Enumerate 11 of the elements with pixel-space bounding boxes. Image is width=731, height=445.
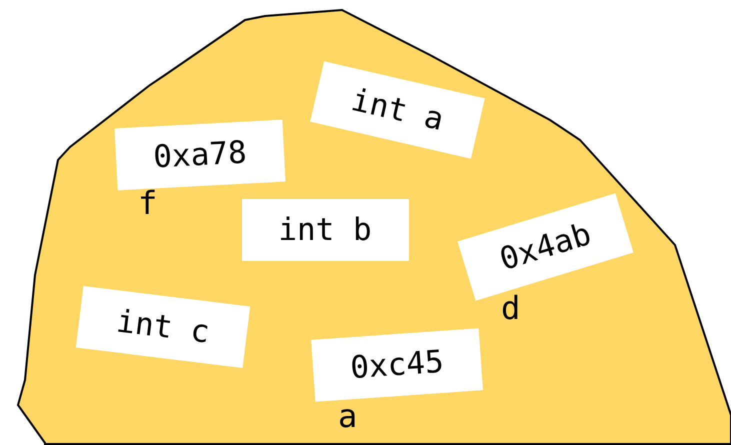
card-text: 0xc45 (349, 344, 445, 386)
variable-name: a (338, 400, 358, 432)
card-text: int c (114, 303, 212, 351)
card-text: int a (347, 82, 446, 138)
memory-blob (17, 9, 731, 445)
memory-card (242, 199, 408, 261)
variable-name: d (501, 292, 520, 324)
card-text: 0xa78 (152, 134, 248, 176)
card-text: 0x4ab (495, 216, 595, 278)
variable-name: f (138, 187, 158, 219)
card-text: int b (278, 212, 372, 248)
